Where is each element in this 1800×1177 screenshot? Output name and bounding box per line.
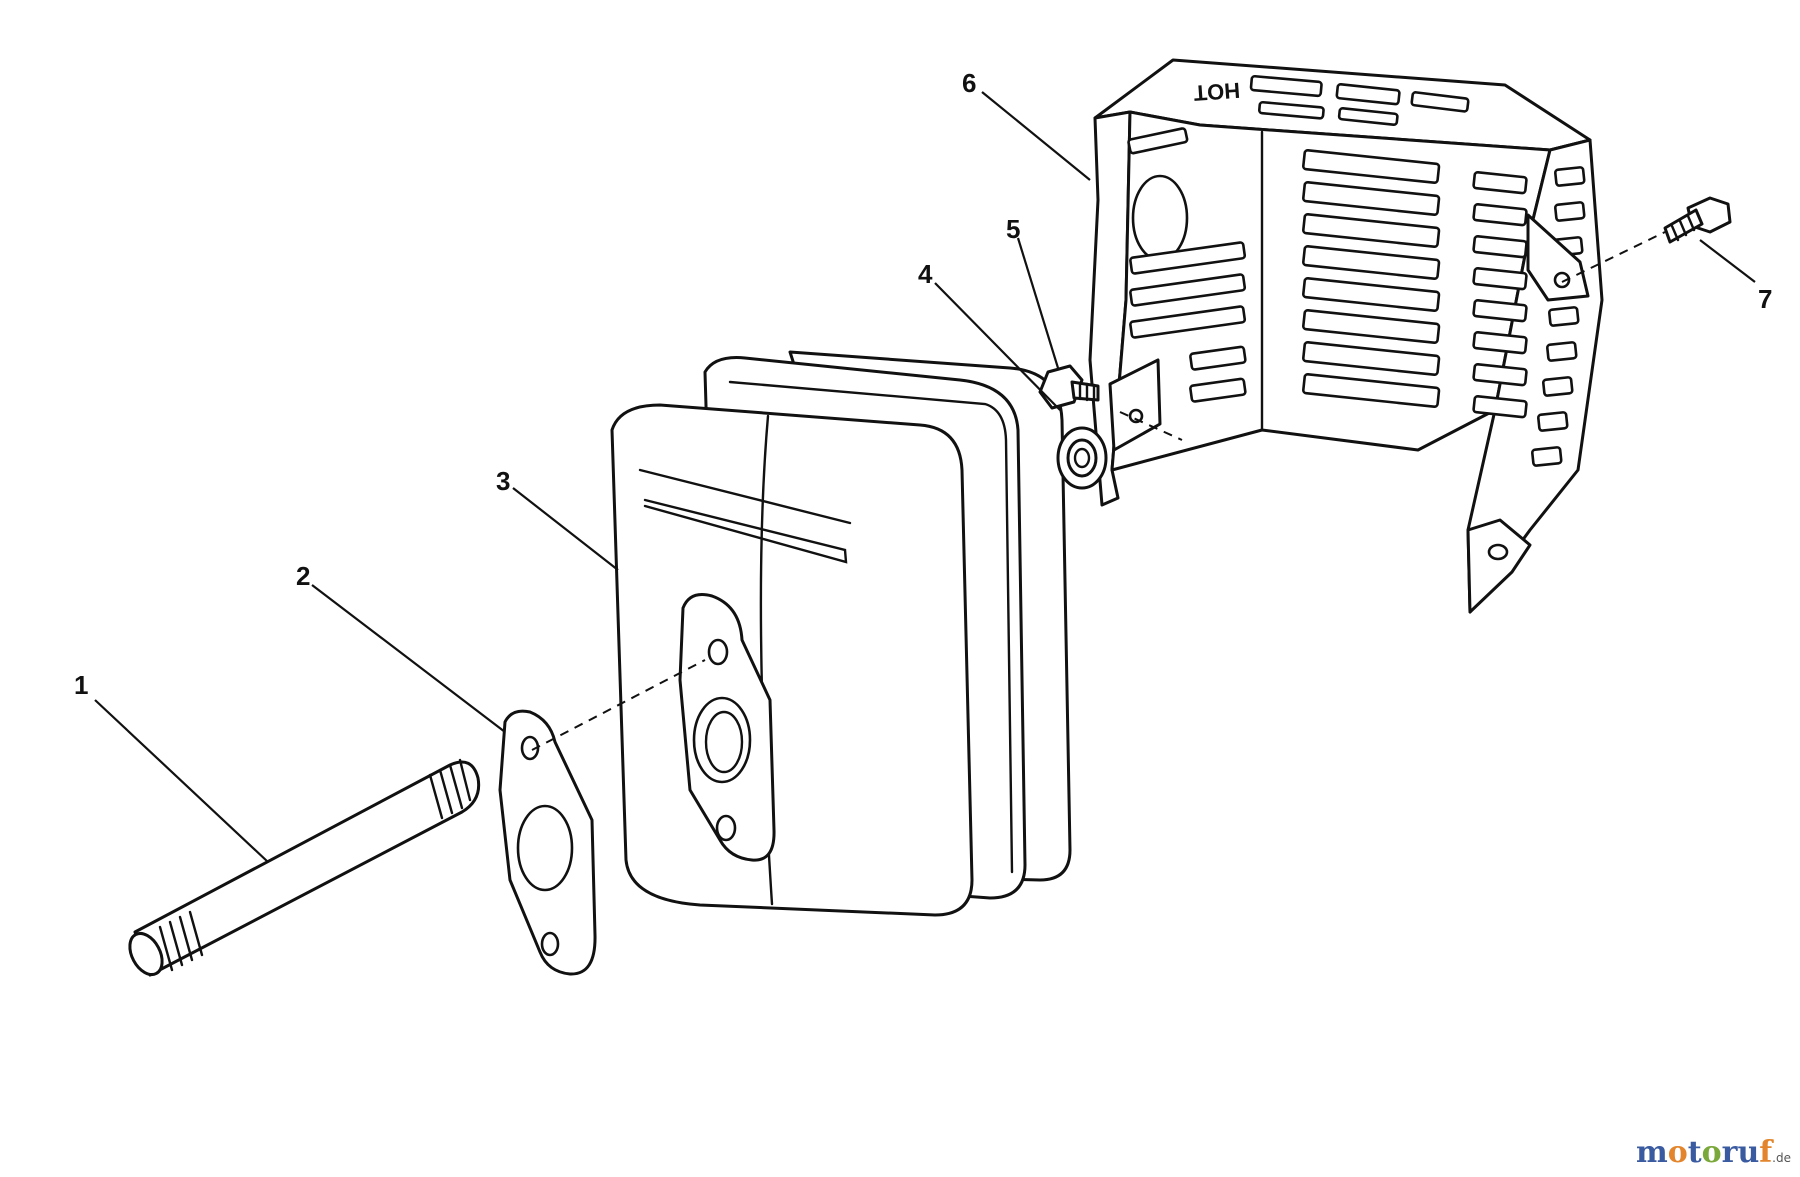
callout-4: 4 (918, 259, 933, 289)
shield-screw (1663, 196, 1732, 244)
callout-6: 6 (962, 68, 976, 98)
callout-3: 3 (496, 466, 510, 496)
callout-5: 5 (1006, 214, 1020, 244)
lock-washer (1056, 426, 1108, 490)
muffler-body (610, 350, 1072, 917)
heat-shield: HOT (1088, 58, 1604, 614)
callout-1: 1 (74, 670, 88, 700)
callout-7: 7 (1758, 284, 1772, 314)
callout-2: 2 (296, 561, 310, 591)
exhaust-stud (128, 758, 481, 977)
shield-round-hole (1131, 174, 1189, 262)
motoruf-watermark: motoruf.de (1636, 1135, 1791, 1170)
gasket (498, 709, 597, 976)
hot-stamp: HOT (1192, 78, 1241, 106)
mounting-bolt (1038, 364, 1100, 410)
